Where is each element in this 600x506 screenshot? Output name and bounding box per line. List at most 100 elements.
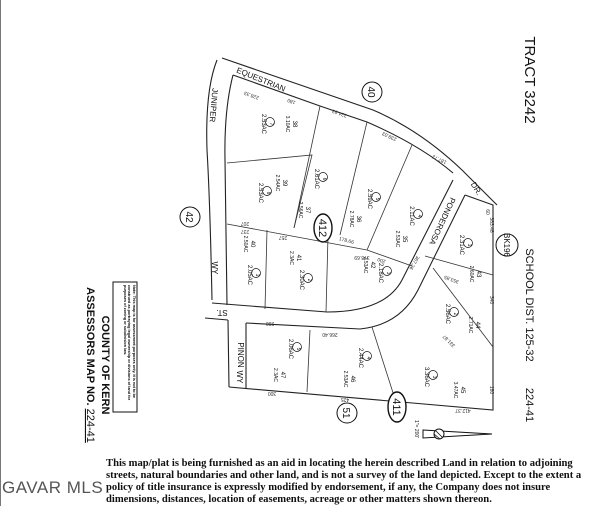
lot-acres: 3.47AC xyxy=(452,382,458,399)
dimension-label: 178.66 xyxy=(338,236,355,246)
block-oval-412: 412 xyxy=(313,213,333,243)
dimension-label: 224.93 xyxy=(331,107,348,118)
parcel-number: 2 xyxy=(306,279,312,282)
parcel-circle xyxy=(318,172,328,182)
st-west-stub xyxy=(204,317,229,321)
parcel-number: 4 xyxy=(365,357,371,360)
dimension-label: 425 xyxy=(341,396,350,402)
street-pinon: PINON xyxy=(236,342,245,368)
lot-acres: 2.53AC xyxy=(362,257,368,274)
parcel-number: 3 xyxy=(385,272,391,275)
equestrian-north-edge xyxy=(221,57,498,206)
dimension-label: 257 xyxy=(279,234,288,240)
dimension-label: 367.36 xyxy=(407,254,420,270)
lot-number: 43 xyxy=(475,271,481,278)
block-411-boundary xyxy=(228,194,494,411)
parcel-circle xyxy=(303,273,313,283)
parcel-circle xyxy=(265,117,275,127)
parcel-circle xyxy=(449,307,459,317)
lot-number: 44 xyxy=(474,322,480,329)
juniper-east-edge xyxy=(224,74,234,306)
parcel-number: 7 xyxy=(268,123,274,126)
block-number: 411 xyxy=(390,398,402,416)
parcel-acres: 2.44AC xyxy=(357,348,363,369)
county-label: COUNTY OF KERN xyxy=(99,316,111,415)
map-ref-label: 224-41 xyxy=(523,388,535,422)
lot-acres: 2.53AC xyxy=(394,231,400,248)
dimension-label: 353.85 xyxy=(443,273,460,284)
parcel-acres: 2.11AC xyxy=(408,206,414,226)
page-number: 42 xyxy=(183,211,194,223)
parcel-acres: 2.05AC xyxy=(246,265,252,286)
dimension-label: 237 xyxy=(241,228,250,234)
lot-acres: 2.3AC xyxy=(272,368,278,382)
dimension-label: 180 xyxy=(287,97,297,106)
parcel-number: 2 xyxy=(452,313,458,316)
parcel-acres: 3.36AC xyxy=(423,367,429,388)
parcel-acres: 2.18AC xyxy=(377,263,383,284)
street-equestrian: EQUESTRIAN xyxy=(235,66,287,94)
street-juniper: JUNIPER xyxy=(207,88,219,123)
lot-acres: 2.53AC xyxy=(342,371,348,388)
lot-acres: 2.71AC xyxy=(467,317,473,334)
scale-label: 1"= 200' xyxy=(413,420,419,438)
parcel-circle xyxy=(362,351,372,361)
block-oval-411: 411 xyxy=(387,391,407,423)
page-circle-51: 51 xyxy=(336,402,358,424)
dimension-label: 331.87 xyxy=(442,333,457,348)
parcel-circle xyxy=(262,186,272,196)
lot-acres: 2.3AC xyxy=(288,251,294,265)
parcel-circle xyxy=(413,209,423,219)
lot-acres: 3.10AC xyxy=(284,116,290,133)
page-number: 51 xyxy=(340,407,351,419)
disclaimer-text: This map/plat is being furnished as an a… xyxy=(106,458,582,505)
dimension-label: 187.72 xyxy=(431,153,448,165)
parcel-circle xyxy=(371,192,381,202)
parcel-acres: 2.53AC xyxy=(257,183,263,204)
lot-46: 42.44AC 462.53AC xyxy=(342,348,372,388)
dimension-label: 266.40 xyxy=(322,331,338,337)
parcel-acres: 2.59AC xyxy=(366,189,372,210)
parcel-circle xyxy=(428,370,438,380)
dimension-label: 340 xyxy=(488,296,494,305)
page-number: 40 xyxy=(365,86,376,98)
juniper-west-edge xyxy=(206,59,218,301)
lot-number: 42 xyxy=(369,262,375,269)
dimension-label: 280 xyxy=(266,320,275,326)
lot-number: 37 xyxy=(304,207,310,214)
lot-number: 41 xyxy=(295,255,301,262)
lot-35: 42.11AC 352.53AC xyxy=(394,206,423,248)
lot-number: 38 xyxy=(291,121,297,128)
dimension-label: 378.69 xyxy=(354,254,370,260)
lot-acres: 2.78AC xyxy=(348,211,354,228)
parcel-acres: 2.56AC xyxy=(444,304,450,325)
school-district-label: SCHOOL DIST. 125-32 xyxy=(523,248,535,361)
street-dr: DR. xyxy=(469,181,484,197)
parcel-number: 4 xyxy=(416,215,422,218)
st-north-edge xyxy=(211,179,454,313)
parcel-acres: 2.61AC xyxy=(313,169,319,190)
lot-number: 35 xyxy=(401,236,407,243)
parcel-acres: 2.06AC xyxy=(287,339,293,360)
street-st: ST. xyxy=(216,308,228,317)
page-circle-42: 42 xyxy=(179,206,201,228)
road-lines xyxy=(204,57,498,411)
lot-number: 46 xyxy=(349,376,355,383)
book-circle: BK196 xyxy=(495,233,519,258)
svg-text:BK196: BK196 xyxy=(502,233,511,258)
dimension-label: 180 xyxy=(488,386,494,395)
lot-acres: 2.56AC xyxy=(297,202,303,219)
lot-lines xyxy=(226,105,494,400)
dimension-label: 300 xyxy=(268,390,277,396)
lot-number: 45 xyxy=(459,387,465,394)
